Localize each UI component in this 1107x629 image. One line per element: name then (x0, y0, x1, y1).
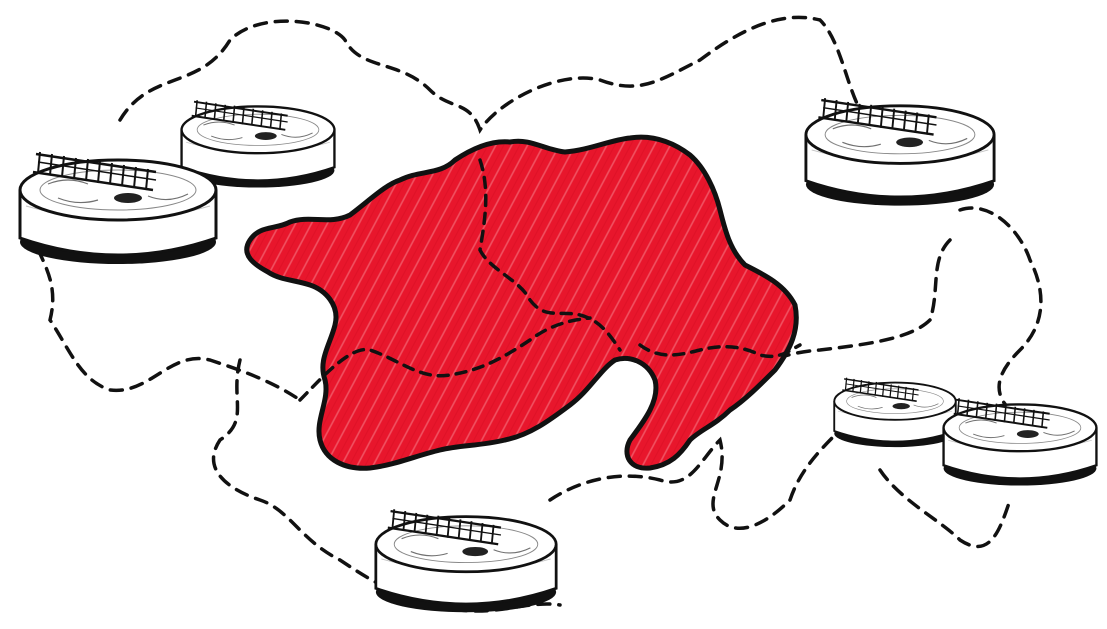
clarifier-tank-icon (374, 507, 558, 614)
region-shape (244, 134, 799, 471)
boundary-east (958, 206, 1043, 412)
internal-boundary-east (638, 343, 802, 358)
region-internal-boundaries (298, 158, 802, 402)
internal-boundary-vertical (478, 158, 622, 352)
map-region (244, 134, 802, 471)
clarifier-tank-icon (18, 150, 218, 266)
boundary-southeast (878, 468, 1012, 549)
boundary-north (118, 15, 862, 134)
clarifier-tank-icon (804, 96, 996, 208)
clarifier-tank-icon (942, 396, 1098, 487)
internal-boundary-horizontal (298, 316, 592, 402)
boundary-west-lower (211, 358, 562, 613)
boundary-south (548, 428, 842, 531)
clarifier-tank-icon (833, 376, 957, 449)
boundary-northwest (28, 228, 302, 402)
dashed-boundaries (28, 15, 1043, 613)
